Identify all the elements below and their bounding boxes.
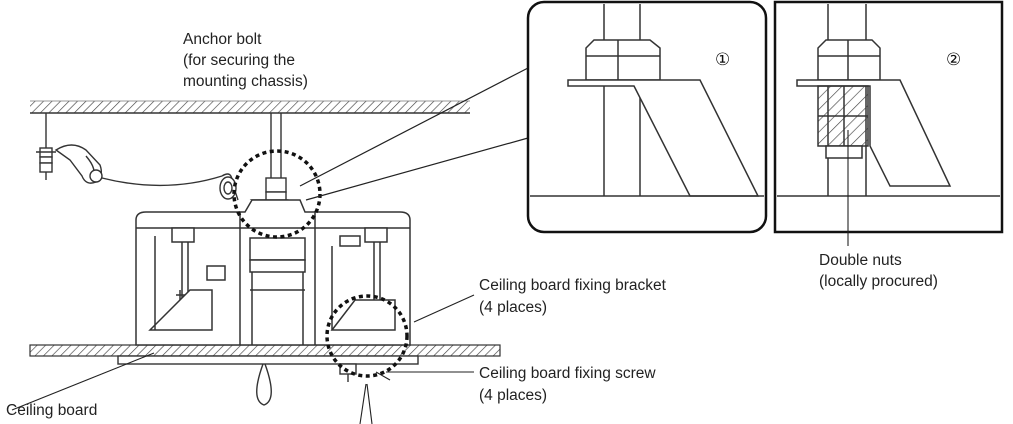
camera-hanger xyxy=(117,355,419,406)
highlight-circles xyxy=(232,149,409,378)
safety-wire-anchor xyxy=(36,113,239,201)
detail-1-marker: ① xyxy=(715,50,730,70)
screw-label-line2: (4 places) xyxy=(479,387,547,404)
anchor-bolt-label-line3: mounting chassis) xyxy=(183,73,308,90)
screw-label-line1: Ceiling board fixing screw xyxy=(479,365,656,382)
leader-lines xyxy=(11,130,849,424)
detail-view-1: ① xyxy=(526,0,768,234)
bracket-label-line2: (4 places) xyxy=(479,299,547,316)
bracket-label-line1: Ceiling board fixing bracket xyxy=(479,277,667,294)
ceiling-board-label: Ceiling board xyxy=(6,402,97,419)
anchor-bolt-label-line2: (for securing the xyxy=(183,52,295,69)
double-nuts-label-line2: (locally procured) xyxy=(819,273,938,290)
detail-callout-lines xyxy=(299,67,529,201)
detail-view-2: ② xyxy=(773,0,1004,234)
double-nuts-label-line1: Double nuts xyxy=(819,252,902,269)
nut-highlight-circle xyxy=(232,149,322,239)
concrete-ceiling xyxy=(30,100,470,114)
detail-2-marker: ② xyxy=(946,50,961,70)
anchor-bolt-label-line1: Anchor bolt xyxy=(183,31,262,48)
ceiling-board-slab xyxy=(29,344,501,357)
mounting-chassis xyxy=(135,199,411,346)
bracket-highlight-circle xyxy=(325,294,409,378)
